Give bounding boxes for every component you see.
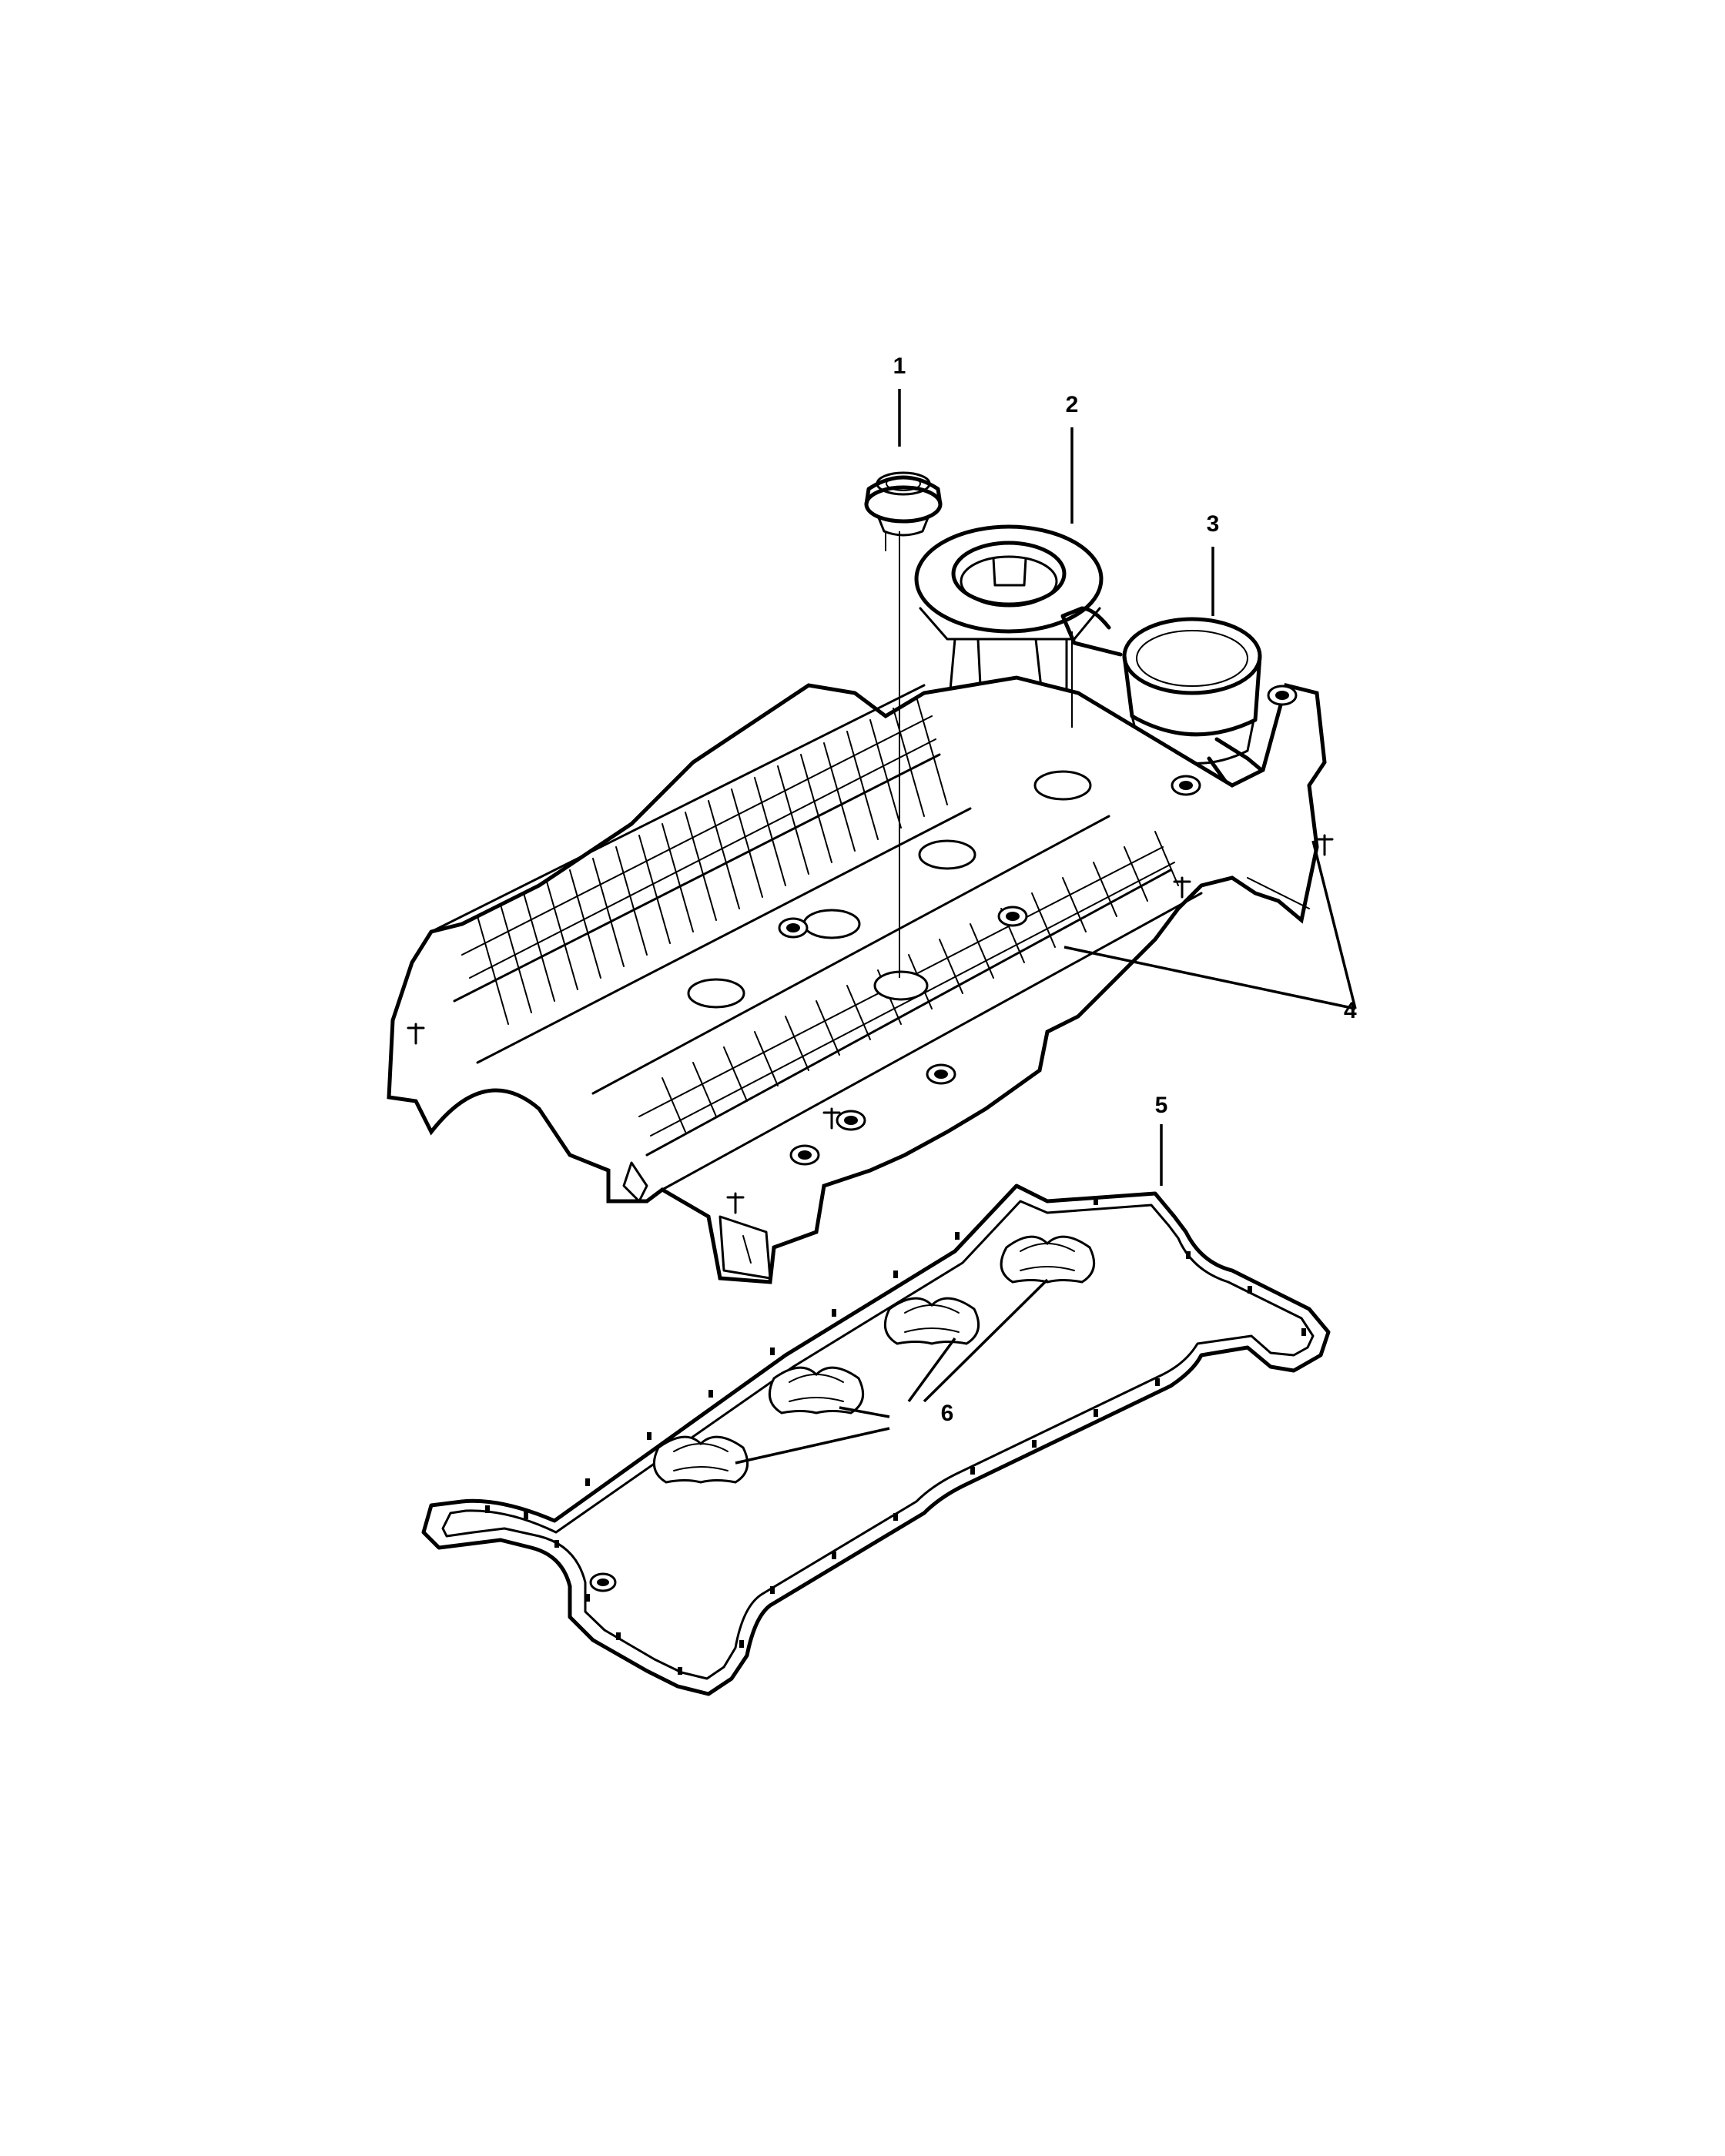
cylinder-head-cover[interactable] <box>387 675 1334 1284</box>
part-2-seal-ring[interactable] <box>914 524 1104 725</box>
spark-plug-seal-3[interactable] <box>768 1366 865 1414</box>
spark-plug-seal-4[interactable] <box>652 1435 749 1484</box>
leader-lines <box>735 389 1357 1465</box>
callout-5: 5 <box>1155 1093 1168 1118</box>
part-1-oil-filler-cap[interactable] <box>864 471 943 551</box>
callout-6: 6 <box>941 1401 954 1426</box>
callout-4: 4 <box>1344 998 1357 1023</box>
part-6-spark-plug-seals[interactable] <box>652 1235 1096 1484</box>
callout-3: 3 <box>1207 511 1220 537</box>
callout-1: 1 <box>893 353 906 379</box>
spark-plug-seal-2[interactable] <box>883 1297 980 1345</box>
part-5-cover-gasket[interactable] <box>421 1183 1331 1696</box>
spark-plug-seal-1[interactable] <box>1000 1235 1096 1284</box>
callout-2: 2 <box>1066 392 1079 417</box>
